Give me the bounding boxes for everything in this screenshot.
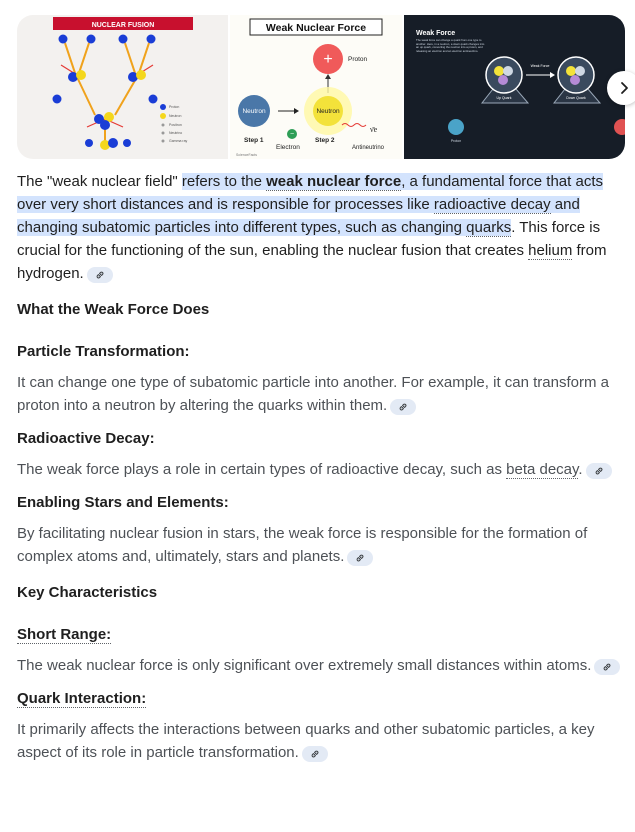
- ai-overview-content: The "weak nuclear field" refers to the w…: [17, 170, 623, 764]
- gallery-image-nuclear-fusion[interactable]: NUCLEAR FUSION: [17, 15, 229, 159]
- link-icon: [604, 663, 611, 671]
- item-title-quark-interaction: Quark Interaction:: [17, 690, 147, 708]
- legend-proton: Proton: [169, 105, 179, 109]
- label-neutron-left: Neutron: [243, 108, 267, 115]
- section-title-what-weak-force-does: What the Weak Force Does: [17, 301, 210, 318]
- item-text-enabling-stars: By facilitating nuclear fusion in stars,…: [17, 525, 588, 566]
- label-proton: Proton: [348, 56, 368, 63]
- link-radioactive-decay[interactable]: radioactive decay: [433, 196, 551, 214]
- label-electron: Electron: [276, 144, 300, 151]
- source-link-chip[interactable]: [594, 659, 621, 675]
- chevron-right-icon: [621, 82, 628, 94]
- label-neutron-center: Neutron: [317, 108, 341, 115]
- label-step1: Step 1: [244, 137, 264, 144]
- link-icon: [356, 554, 364, 562]
- svg-text:ν̄e: ν̄e: [370, 125, 378, 134]
- weak-force-title: Weak Nuclear Force: [266, 22, 366, 34]
- link-beta-decay[interactable]: beta decay: [506, 461, 579, 479]
- legend-gamma: Gamma ray: [169, 139, 188, 143]
- link-icon: [96, 271, 104, 279]
- link-icon: [399, 403, 407, 411]
- weak-force-quark-diagram: Weak Force The weak force can change a q…: [415, 30, 625, 143]
- svg-text:+: +: [324, 51, 333, 68]
- weak-force-dark-text: The weak force can change a quark from o…: [415, 39, 484, 53]
- label-credit: ScienceFacts: [236, 153, 257, 157]
- item-text-particle-transformation: It can change one type of subatomic part…: [17, 374, 609, 415]
- label-step2: Step 2: [315, 137, 335, 144]
- weak-force-center-label: Weak Force: [530, 64, 549, 68]
- source-link-chip[interactable]: [347, 550, 374, 566]
- source-link-chip[interactable]: [390, 399, 417, 415]
- link-icon: [311, 750, 319, 758]
- link-helium[interactable]: helium: [528, 242, 573, 260]
- item-text-short-range: The weak nuclear force is only significa…: [17, 654, 623, 677]
- up-quark-label: Up Quark: [496, 96, 511, 100]
- source-link-chip[interactable]: [585, 463, 612, 479]
- intro-paragraph: The "weak nuclear field" refers to the w…: [17, 173, 607, 283]
- down-quark-label: Down Quark: [566, 96, 586, 100]
- fusion-title: NUCLEAR FUSION: [92, 22, 155, 29]
- legend-positron: Positron: [169, 123, 182, 127]
- gallery-next-button[interactable]: [607, 71, 635, 105]
- link-icon: [595, 467, 602, 475]
- legend-neutrino: Neutrino: [169, 131, 182, 135]
- image-gallery: NUCLEAR FUSION: [17, 15, 625, 159]
- item-title-enabling-stars: Enabling Stars and Elements:: [17, 494, 229, 511]
- svg-text:−: −: [290, 131, 294, 138]
- gallery-image-weak-nuclear-force[interactable]: Weak Nuclear Force + Proton Neutron Neut…: [230, 15, 402, 159]
- weak-nuclear-force-diagram: Weak Nuclear Force + Proton Neutron Neut…: [236, 18, 385, 157]
- weak-force-dark-title: Weak Force: [416, 30, 455, 37]
- source-link-chip[interactable]: [301, 746, 328, 762]
- link-weak-nuclear-force[interactable]: weak nuclear force: [266, 173, 402, 191]
- item-text-radioactive-decay: The weak force plays a role in certain t…: [17, 458, 623, 481]
- proton-bottom-label: Proton: [451, 139, 461, 143]
- nuclear-fusion-diagram: NUCLEAR FUSION: [52, 17, 193, 150]
- item-title-radioactive-decay: Radioactive Decay:: [17, 430, 155, 447]
- section-title-key-characteristics: Key Characteristics: [17, 584, 158, 601]
- item-title-short-range: Short Range:: [17, 626, 112, 644]
- item-title-particle-transformation: Particle Transformation:: [17, 343, 190, 360]
- source-link-chip[interactable]: [86, 267, 113, 283]
- label-antineutrino: Antineutrino: [352, 145, 385, 151]
- link-quarks[interactable]: quarks: [466, 219, 512, 237]
- item-text-quark-interaction: It primarily affects the interactions be…: [17, 721, 595, 762]
- gallery-image-weak-force-dark[interactable]: Weak Force The weak force can change a q…: [403, 15, 625, 159]
- legend-neutron: Neutron: [169, 114, 182, 118]
- highlighted-span: refers to the weak nuclear force, a fund…: [17, 173, 603, 237]
